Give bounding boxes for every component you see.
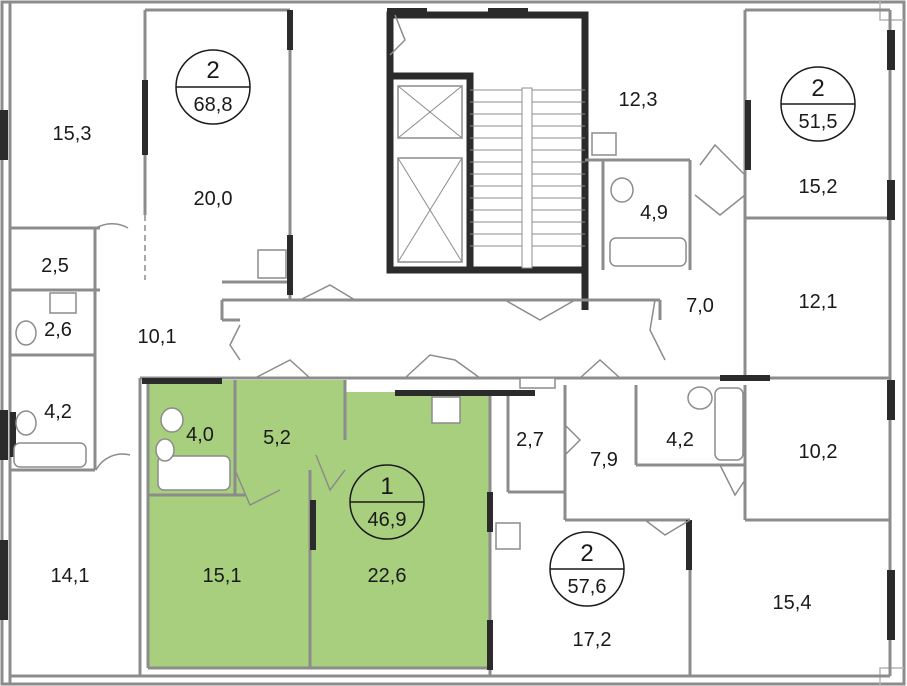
room-labels: 15,3 20,0 2,5 2,6 10,1 4,2 14,1 12,3 4,9… [41, 89, 837, 651]
room-area: 2,5 [41, 255, 69, 277]
apartment-rooms: 2 [206, 57, 219, 84]
bathroom-fixtures [13, 132, 744, 550]
room-area: 10,1 [138, 326, 177, 348]
room-area: 17,2 [573, 629, 612, 651]
apartment-badge-bottom-right[interactable]: 2 57,6 [549, 531, 625, 607]
room-area: 4,2 [666, 429, 694, 451]
room-area: 4,2 [44, 401, 72, 423]
apartment-rooms: 2 [580, 540, 593, 567]
room-area: 10,2 [799, 441, 838, 463]
walls-selected [146, 380, 490, 670]
stair-core [386, 11, 589, 310]
room-area: 14,1 [51, 565, 90, 587]
apartment-area: 57,6 [568, 576, 607, 598]
apartment-area: 46,9 [368, 509, 407, 531]
apartment-area: 51,5 [799, 111, 838, 133]
door-swings [95, 14, 746, 536]
apartment-rooms: 1 [380, 473, 393, 500]
room-area: 20,0 [194, 188, 233, 210]
apartment-badge-top-right[interactable]: 2 51,5 [780, 66, 856, 142]
walls-top-right [585, 8, 892, 676]
room-area: 2,6 [44, 319, 72, 341]
facade-lines [879, 0, 904, 21]
room-area: 4,9 [640, 202, 668, 224]
apartment-badge-selected[interactable]: 1 46,9 [349, 464, 425, 540]
structural-columns [0, 8, 895, 670]
room-area: 15,2 [799, 176, 838, 198]
apartment-badge-top-left[interactable]: 2 68,8 [175, 49, 251, 125]
room-area: 12,3 [619, 89, 658, 111]
room-area: 5,2 [263, 427, 291, 449]
room-area: 12,1 [799, 291, 838, 313]
room-area: 15,3 [53, 123, 92, 145]
apartment-rooms: 2 [811, 75, 824, 102]
room-area: 2,7 [516, 429, 544, 451]
facade-lines-bottom [879, 667, 904, 686]
room-area: 15,4 [773, 592, 812, 614]
room-area: 4,0 [186, 424, 214, 446]
room-area: 7,0 [686, 295, 714, 317]
corridor-walls [140, 298, 890, 380]
room-area: 15,1 [203, 565, 242, 587]
room-area: 7,9 [590, 449, 618, 471]
apartment-area: 68,8 [194, 94, 233, 116]
room-area: 22,6 [368, 565, 407, 587]
